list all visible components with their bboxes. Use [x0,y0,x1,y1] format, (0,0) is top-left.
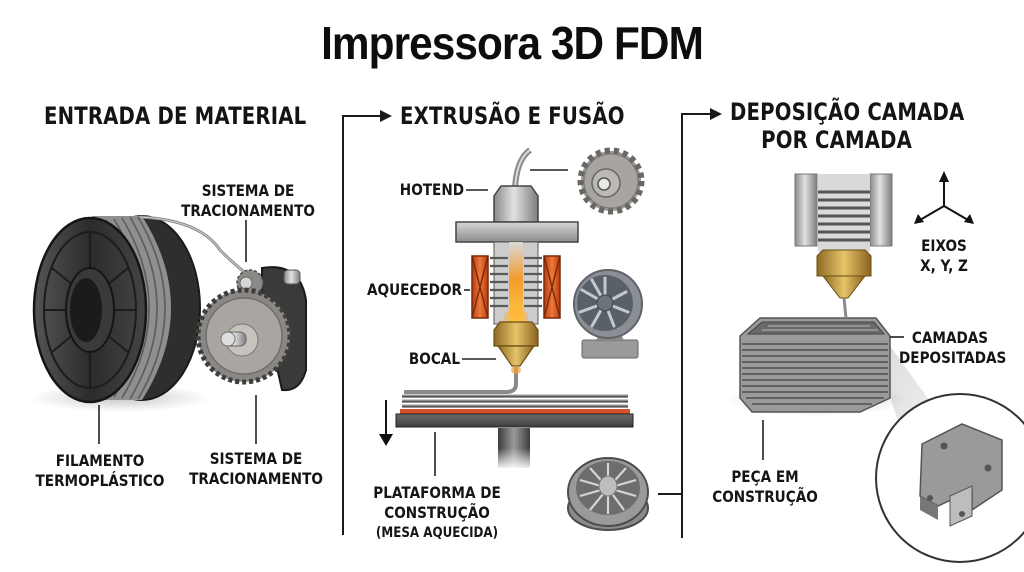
label-hotend: HOTEND [399,180,464,199]
heater-block-left [471,255,489,319]
label-heater: AQUECEDOR [366,280,462,299]
page-title: Impressora 3D FDM [321,17,704,69]
arrow-right-icon [380,110,392,122]
detail-bracket-magnifier [875,393,1024,563]
xyz-axes-icon [919,178,969,221]
heater-block-right [543,255,561,319]
drive-gear-illustration [195,266,307,392]
heated-bed-illustration [395,394,634,470]
deposition-nozzle-illustration [794,173,893,299]
arrow-down-icon [379,400,393,446]
label-nozzle: BOCAL [408,349,460,368]
cooling-fan-icon [573,269,643,359]
turbine-part-icon [567,457,649,531]
label-build-platform: PLATAFORMA DE CONSTRUÇÃO (MESA AQUECIDA) [373,483,501,541]
section3-leader-lines [762,336,904,460]
label-part-in-progress: PEÇA EM CONSTRUÇÃO [712,467,818,506]
heading-line-1: DEPOSIÇÃO CAMADA [730,98,965,126]
label-drive-system-top: SISTEMA DE TRACIONAMENTO [181,181,315,220]
section-heading-material-input: ENTRADA DE MATERIAL [44,102,307,130]
feeder-gear-icon [577,147,645,215]
section-heading-extrusion: EXTRUSÃO E FUSÃO [400,102,625,130]
filament-spool-illustration [30,215,251,412]
layered-part-illustration [739,297,891,413]
section-heading-deposition: DEPOSIÇÃO CAMADA POR CAMADA [730,98,964,154]
label-deposited-layers: CAMADAS DEPOSITADAS [899,328,1007,367]
section2-leader-lines [434,169,568,476]
label-drive-system-bottom: SISTEMA DE TRACIONAMENTO [189,449,323,488]
label-filament: FILAMENTO TERMOPLÁSTICO [35,451,165,490]
label-axes: EIXOS X, Y, Z [920,236,968,275]
hotend-illustration [404,147,579,394]
flow-connector-1 [342,115,386,535]
section1-leader-lines [98,220,257,444]
heading-line-2: POR CAMADA [761,126,913,154]
flow-connector-2 [658,113,716,538]
arrow-right-icon [710,108,722,120]
